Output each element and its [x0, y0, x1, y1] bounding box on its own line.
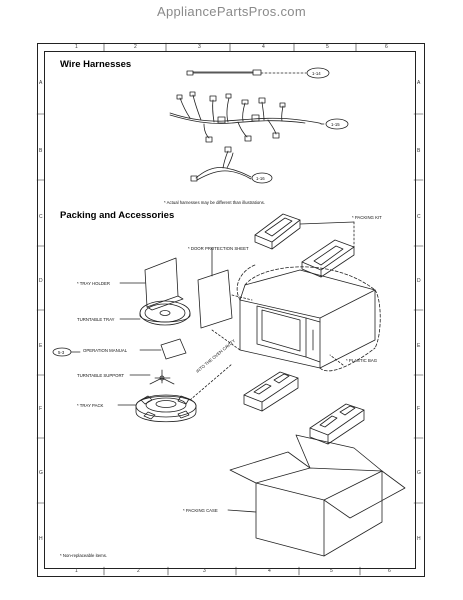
grid-col-top-1: 1	[75, 44, 78, 50]
turntable-tray	[119, 300, 191, 326]
grid-col-top-4: 4	[262, 44, 265, 50]
grid-col-top-3: 3	[198, 44, 201, 50]
grid-row-right-f: F	[417, 406, 421, 412]
grid-row-right-d: D	[417, 278, 421, 284]
door-protection-sheet-label: * DOOR PROTECTION SHEET	[188, 246, 249, 251]
packing-case-label: * PACKING CASE	[183, 508, 218, 513]
grid-col-top-6: 6	[385, 44, 388, 50]
turntable-support-label: TURNTABLE SUPPORT	[77, 373, 125, 378]
ref-label-1-14: 1-14	[312, 71, 321, 76]
grid-row-left-g: G	[39, 470, 43, 476]
operation-manual-ref-label: 5-3	[58, 350, 65, 355]
packing-accessories-title: Packing and Accessories	[60, 210, 175, 221]
packing-case	[227, 434, 406, 557]
turntable-support	[129, 369, 175, 385]
harness-1-14	[186, 67, 330, 79]
grid-row-left-d: D	[39, 278, 43, 284]
packing-kit-top	[254, 213, 355, 278]
grid-row-left-c: C	[39, 214, 43, 220]
harness-note: * Actual harnesses may be different than…	[164, 200, 265, 205]
harness-1-16	[190, 146, 273, 184]
grid-row-left-e: E	[39, 343, 43, 349]
grid-row-right-e: E	[417, 343, 421, 349]
non-replaceable-footnote: * Non-replaceable items.	[60, 553, 108, 558]
site-header: AppliancePartsPros.com	[157, 4, 306, 19]
tray-holder	[119, 257, 184, 311]
door-protection-sheet	[197, 247, 253, 329]
grid-row-right-b: B	[417, 148, 421, 154]
operation-manual-label: OPERATION MANUAL	[83, 348, 128, 353]
ref-label-1-15: 1-15	[331, 122, 340, 127]
operation-manual	[52, 338, 187, 360]
grid-row-right-a: A	[417, 80, 421, 86]
grid-col-top-5: 5	[326, 44, 329, 50]
grid-col-top-2: 2	[134, 44, 137, 50]
grid-col-bottom-2: 2	[137, 568, 140, 574]
grid-col-bottom-1: 1	[75, 568, 78, 574]
grid-ticks	[36, 42, 424, 576]
grid-row-left-h: H	[39, 536, 43, 542]
grid-row-right-c: C	[417, 214, 421, 220]
plastic-bag-label: * PLASTIC BAG	[346, 358, 378, 363]
grid-row-left-a: A	[39, 80, 43, 86]
grid-col-bottom-6: 6	[388, 568, 391, 574]
tray-pack	[117, 394, 197, 423]
tray-holder-label: * TRAY HOLDER	[77, 281, 110, 286]
turntable-tray-label: TURNTABLE TRAY	[77, 317, 115, 322]
grid-row-left-b: B	[39, 148, 43, 154]
microwave-oven	[236, 264, 381, 372]
tray-pack-label: * TRAY PACK	[77, 403, 104, 408]
grid-col-bottom-4: 4	[268, 568, 271, 574]
ref-label-1-16: 1-16	[256, 176, 265, 181]
grid-row-left-f: F	[39, 406, 43, 412]
grid-col-bottom-3: 3	[203, 568, 206, 574]
grid-row-right-g: G	[417, 470, 421, 476]
harness-1-15	[169, 91, 349, 143]
packing-kit-label: * PACKING KIT	[352, 215, 382, 220]
wire-harnesses-title: Wire Harnesses	[60, 59, 132, 70]
grid-row-right-h: H	[417, 536, 421, 542]
arrows-into-cavity	[189, 329, 241, 401]
packing-kit-bottom	[243, 354, 365, 445]
grid-col-bottom-5: 5	[330, 568, 333, 574]
